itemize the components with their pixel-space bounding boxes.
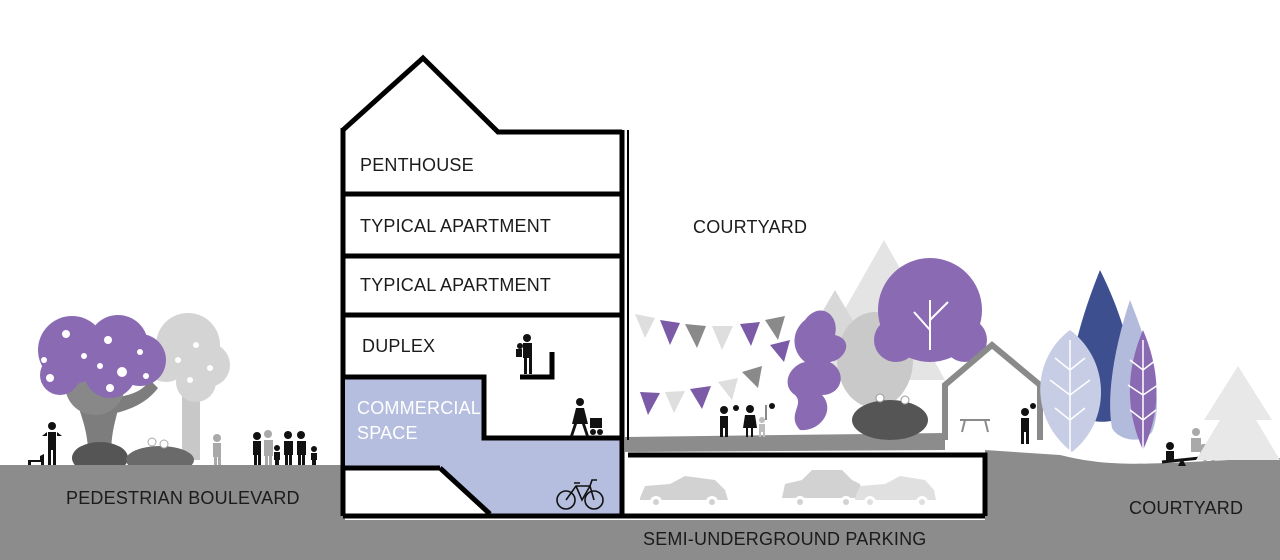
courtyard-top-label: COURTYARD (693, 217, 807, 237)
car-convertible-icon (640, 476, 728, 508)
picnic-table-icon (960, 419, 990, 433)
parking-cars (640, 470, 936, 508)
building-section (340, 54, 629, 516)
penthouse-label: PENTHOUSE (360, 155, 474, 175)
duplex-label: DUPLEX (362, 336, 435, 356)
dark-bush (852, 400, 928, 440)
wavy-purple-tree (787, 310, 847, 431)
bicycle-icon (556, 479, 604, 510)
left-tree-group (38, 313, 230, 474)
playhouse-icon (942, 341, 1043, 440)
ground-mass (0, 450, 1280, 560)
parking-label: SEMI-UNDERGROUND PARKING (643, 529, 926, 549)
typical-apartment-upper-label: TYPICAL APARTMENT (360, 216, 551, 236)
commercial-space-fill (345, 377, 622, 514)
commercial-label-line2: SPACE (357, 423, 418, 443)
car-sedan-icon (782, 470, 862, 508)
person-with-child-icon (42, 422, 62, 465)
pedestrian-boulevard-label: PEDESTRIAN BOULEVARD (66, 488, 300, 508)
commercial-label-line1: COMMERCIAL (357, 398, 481, 418)
pale-pine-tree-right (1196, 366, 1280, 460)
blossom-flowers (41, 330, 213, 392)
purple-round-tree (874, 258, 987, 362)
balcony-person-icon (516, 334, 532, 374)
dog-icon (28, 454, 44, 465)
courtyard-right-label: COURTYARD (1129, 498, 1243, 518)
bunting-flags (635, 314, 790, 415)
seesaw-icon (1161, 442, 1201, 466)
courtyard-trees (787, 240, 1280, 460)
car-convertible-2-icon (855, 476, 936, 508)
courtyard-deck (625, 433, 945, 452)
typical-apartment-lower-label: TYPICAL APARTMENT (360, 275, 551, 295)
child-gray-icon (759, 417, 765, 437)
courtyard-family-icon (720, 403, 775, 437)
family-icon (253, 431, 317, 465)
purple-fern-tree (1127, 330, 1159, 450)
elderly-person-icon (213, 430, 273, 465)
house-person-icon (1021, 403, 1036, 444)
blossom-tree-canopy (38, 315, 166, 398)
building-lower-structure (343, 352, 988, 519)
person-with-stroller-icon (570, 398, 603, 436)
